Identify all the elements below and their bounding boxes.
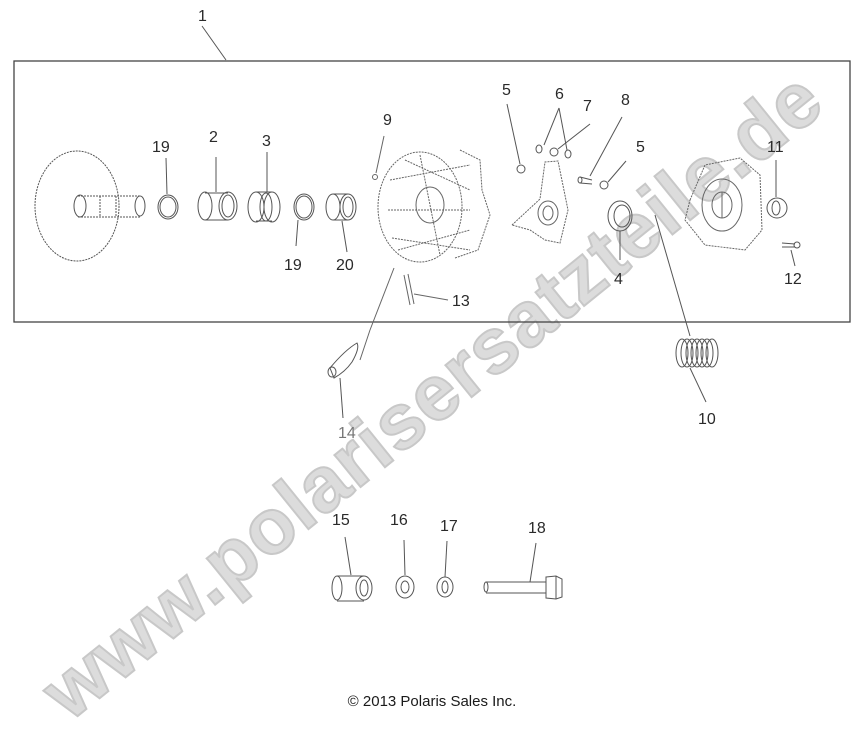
buttons-6-7-icon bbox=[535, 107, 591, 159]
callout-7: 7 bbox=[583, 98, 592, 115]
callout-2: 2 bbox=[209, 129, 218, 146]
callout-15: 15 bbox=[332, 512, 350, 529]
copyright-notice: © 2013 Polaris Sales Inc. bbox=[347, 693, 517, 710]
callout-19: 19 bbox=[152, 139, 170, 156]
pin-8-icon bbox=[577, 116, 623, 185]
moveable-sheave-icon bbox=[359, 135, 491, 361]
bushing-20-icon bbox=[325, 193, 357, 253]
callout-4: 4 bbox=[614, 271, 623, 288]
callout-12: 12 bbox=[784, 271, 802, 288]
washer-17-icon bbox=[436, 540, 454, 598]
callout-13: 13 bbox=[452, 293, 470, 310]
callout-5: 5 bbox=[502, 82, 511, 99]
roller-weight-14-icon bbox=[327, 342, 359, 419]
bolt-18-icon bbox=[483, 542, 563, 600]
spacer-15-icon bbox=[331, 536, 373, 602]
callout-6: 6 bbox=[555, 86, 564, 103]
button-5-icon bbox=[506, 103, 526, 174]
ring-19-icon bbox=[157, 157, 179, 220]
callout-16: 16 bbox=[390, 512, 408, 529]
ring-19b-icon bbox=[293, 193, 315, 247]
callout-8: 8 bbox=[621, 92, 630, 109]
callout-11: 11 bbox=[767, 139, 784, 156]
callout-9: 9 bbox=[383, 112, 392, 129]
callout-17: 17 bbox=[440, 518, 458, 535]
washer-16-icon bbox=[395, 539, 415, 599]
bushing-2-icon bbox=[197, 157, 238, 221]
button-5b-icon bbox=[599, 160, 627, 190]
callout-18: 18 bbox=[528, 520, 546, 537]
spring-10-icon bbox=[654, 214, 719, 403]
cover-icon bbox=[684, 157, 763, 251]
callout-20: 20 bbox=[336, 257, 354, 274]
callout-10: 10 bbox=[698, 411, 716, 428]
callout-1: 1 bbox=[198, 8, 207, 25]
bushing-11-icon bbox=[766, 160, 788, 219]
screw-12-icon bbox=[781, 241, 801, 267]
callout-3: 3 bbox=[262, 133, 271, 150]
assembly-box bbox=[13, 60, 851, 323]
callout-19b: 19 bbox=[284, 257, 302, 274]
bushing-3-icon bbox=[247, 152, 281, 223]
spider-icon bbox=[511, 160, 569, 244]
callout-5b: 5 bbox=[636, 139, 645, 156]
callout-14: 14 bbox=[338, 425, 356, 442]
seal-4-icon bbox=[607, 200, 633, 260]
fixed-sheave-icon bbox=[34, 150, 146, 262]
